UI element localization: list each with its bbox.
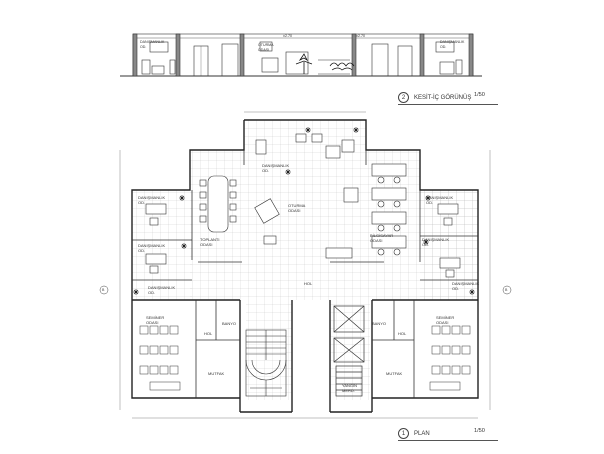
staircase <box>245 329 287 397</box>
office-desks <box>145 203 461 278</box>
computer-desks <box>325 163 407 259</box>
room-label-bilgisayar: BİLGİSAYAR ODASI <box>370 233 394 243</box>
seminar-seats <box>139 325 471 391</box>
plant-icon <box>329 62 355 71</box>
section-scale: 1/50 <box>474 92 485 98</box>
section-label-danismanlik-left: DANIŞMANLIK OD. <box>140 40 165 49</box>
section-title-rule <box>398 104 498 105</box>
room-label-oturma: OTURMA ODASI <box>288 203 306 213</box>
plan-title-rule <box>398 440 498 441</box>
section-level-left: ±2.70 <box>283 34 292 38</box>
section-label-oturma: OTURMA ODASI <box>258 43 274 52</box>
meeting-table <box>199 175 237 233</box>
room-label-danismanlik-3: DANIŞMANLIK OD. <box>148 285 176 295</box>
plan-scale: 1/50 <box>474 428 485 434</box>
room-label-mutfak-left: MUTFAK <box>208 371 225 376</box>
room-label-banyo-left: BANYO <box>222 321 237 326</box>
section-title: KESİT-İÇ GÖRÜNÜŞ <box>414 94 472 101</box>
room-label-seminer-right: SEMİNER ODASI <box>436 315 455 325</box>
room-label-toplanti: TOPLANTI ODASI <box>200 237 220 247</box>
room-label-hol-left: HOL <box>204 331 213 336</box>
room-label-danismanlik-1: DANIŞMANLIK OD. <box>138 195 166 205</box>
room-label-hol-center: HOL <box>304 281 313 286</box>
dimension-lines <box>119 111 491 419</box>
section-title-row: 2 KESİT-İÇ GÖRÜNÜŞ <box>398 92 471 103</box>
room-label-danismanlik-5: DANIŞMANLIK OD. <box>426 195 454 205</box>
plan-number: 1 <box>398 428 409 439</box>
room-label-mutfak-right: MUTFAK <box>386 371 403 376</box>
room-label-seminer-left: SEMİNER ODASI <box>146 315 165 325</box>
lounge-furniture <box>254 133 355 245</box>
room-label-hol-right: HOL <box>398 331 407 336</box>
grid-marker-right: B <box>505 288 508 292</box>
grid-markers <box>99 285 512 295</box>
plan-title: PLAN <box>414 430 430 437</box>
room-label-danismanlik-6: DANIŞMANLIK OD. <box>422 237 450 247</box>
room-label-danismanlik-2: DANIŞMANLIK OD. <box>138 243 166 253</box>
grid-marker-left: B <box>102 288 105 292</box>
section-label-danismanlik-right: DANIŞMANLIK OD. <box>440 40 465 49</box>
plant-icon <box>133 127 475 295</box>
plant-icon <box>295 53 313 74</box>
section-level-right: ±2.70 <box>356 34 365 38</box>
room-label-yangin: YANGIN MERD. <box>342 383 358 393</box>
room-label-danismanlik-4: DANIŞMANLIK OD. <box>262 163 290 173</box>
room-label-danismanlik-7: DANIŞMANLIK OD. <box>452 281 480 291</box>
section-number: 2 <box>398 92 409 103</box>
plan-title-row: 1 PLAN <box>398 428 430 439</box>
elevator <box>333 305 365 397</box>
room-label-banyo-right: BANYO <box>372 321 387 326</box>
